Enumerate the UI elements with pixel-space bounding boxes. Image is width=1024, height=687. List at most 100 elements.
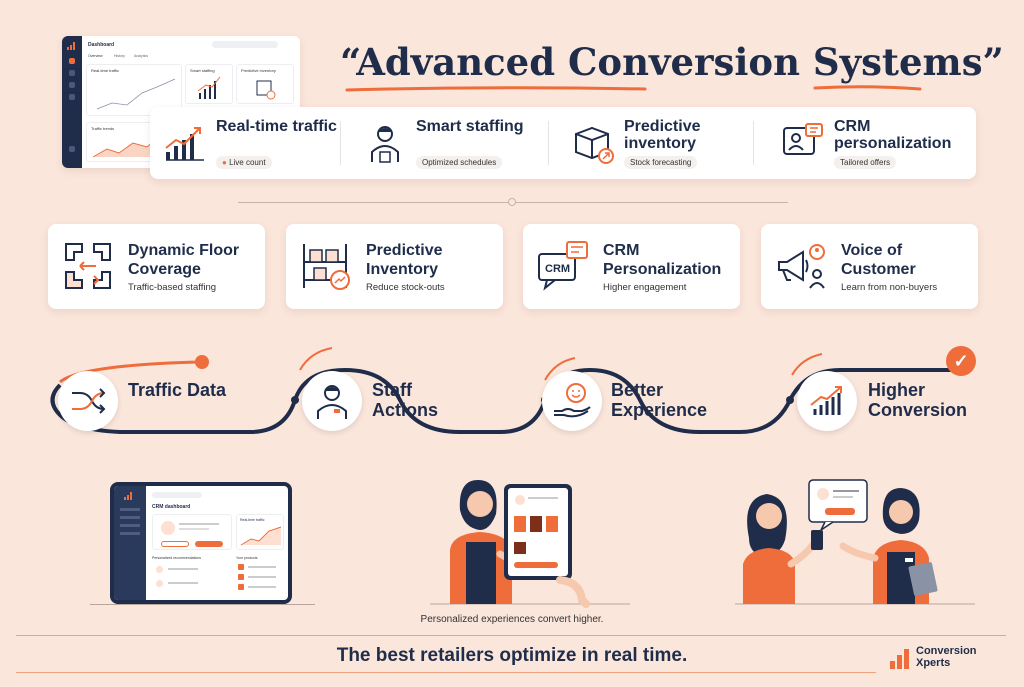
card-title: Predictive Inventory: [366, 242, 443, 278]
brand-logo-icon: [67, 42, 77, 50]
flow-step-higher-conversion: [797, 371, 857, 431]
card-subtitle: Higher engagement: [603, 282, 687, 293]
page-title: “Advanced Conversion Systems”: [340, 40, 1004, 84]
tablet-sidebar: [114, 486, 146, 600]
flow-label: Staff Actions: [372, 380, 439, 420]
tablet-device: CRM dashboard Real-time traffic Personal…: [110, 482, 292, 604]
flow-step-better-experience: [542, 371, 602, 431]
dashboard-search: [212, 41, 278, 48]
ground-line: [90, 604, 315, 605]
sidebar-dot: [69, 94, 75, 100]
feature-realtime-traffic: Real-time traffic ● Live count: [150, 107, 350, 179]
svg-text:CRM: CRM: [545, 263, 570, 275]
customer-staff-illustration: [735, 479, 975, 605]
feature-pill: Tailored offers: [834, 156, 897, 169]
staffing-panel: Smart staffing: [185, 64, 233, 104]
brand-mark: Conversion Xperts: [890, 645, 1010, 675]
section-title: Your products: [236, 556, 258, 560]
feature-pill: Optimized schedules: [416, 156, 503, 169]
card-subtitle: Reduce stock-outs: [366, 282, 445, 293]
tablet-traffic-panel: Real-time traffic: [236, 514, 284, 550]
crm-chat-icon: CRM: [538, 241, 588, 291]
shuffle-icon: [72, 388, 106, 414]
floor-arrows-icon: [65, 243, 111, 289]
flow-label: Traffic Data: [128, 380, 227, 400]
panel-title: Real-time traffic: [240, 518, 265, 522]
check-badge-icon: ✓: [946, 346, 976, 376]
brand-name-line1: Conversion: [916, 645, 977, 657]
title-underline-icon: [345, 85, 922, 92]
avatar: [161, 521, 175, 535]
shelf-icon: [303, 244, 350, 290]
card-crm-personalization: CRM CRM Personalization Higher engagemen…: [523, 224, 740, 309]
trend-area-icon: [92, 134, 162, 158]
divider: [340, 121, 341, 165]
sidebar-dot: [69, 146, 75, 152]
panel-title: Real-time traffic: [91, 68, 119, 73]
card-subtitle: Learn from non-buyers: [841, 282, 938, 293]
divider: [548, 121, 549, 165]
feature-bar: Real-time traffic ● Live count Smart sta…: [150, 107, 976, 179]
box-arrow-icon: [575, 126, 614, 164]
brand-bars-icon: [890, 649, 912, 669]
profile-card: [152, 514, 232, 550]
staff-person-icon: [371, 126, 399, 163]
card-title: Voice of Customer: [841, 242, 916, 278]
tablet-screen: CRM dashboard Real-time traffic Personal…: [114, 486, 288, 600]
feature-crm-personalization: CRM personalization Tailored offers: [768, 107, 976, 179]
trend-line-icon: [240, 526, 282, 546]
feature-smart-staffing: Smart staffing Optimized schedules: [350, 107, 550, 179]
panel-title: Predictive inventory: [241, 68, 276, 73]
mini-bar-icon: [197, 76, 221, 99]
sidebar-dot: [69, 70, 75, 76]
feature-title: CRM personalization: [834, 118, 952, 152]
staff-tablet-illustration: [430, 480, 630, 608]
megaphone-icon: [778, 244, 825, 289]
illustration-caption: Personalized experiences convert higher.: [420, 614, 604, 625]
card-subtitle: Traffic-based staffing: [128, 282, 217, 293]
dashboard-title: Dashboard: [88, 42, 115, 48]
feature-title: Smart staffing: [416, 118, 524, 135]
bar-growth-icon: [165, 127, 204, 161]
flow-label: Better Experience: [611, 380, 708, 420]
panel-title: Traffic trends: [91, 126, 115, 131]
footer-tagline: The best retailers optimize in real time…: [336, 645, 688, 666]
tablet-title: CRM dashboard: [152, 504, 191, 510]
flow-label: Higher Conversion: [868, 380, 968, 420]
feature-title: Predictive inventory: [624, 118, 701, 152]
sidebar-dot: [69, 82, 75, 88]
feature-title: Real-time traffic: [216, 118, 337, 135]
footer-rule: [16, 672, 876, 673]
card-voice-of-customer: Voice of Customer Learn from non-buyers: [761, 224, 978, 309]
dashboard-preview: Dashboard Overview History Analytics Rea…: [62, 36, 300, 168]
mini-box-icon: [256, 80, 276, 100]
footer-rule: [16, 635, 1006, 636]
tablet-button: [161, 541, 189, 547]
tablet-button: [195, 541, 223, 547]
panel-title: Smart staffing: [190, 68, 215, 73]
tablet-search: [152, 492, 202, 498]
traffic-line-icon: [96, 78, 176, 110]
card-predictive-inventory: Predictive Inventory Reduce stock-outs: [286, 224, 503, 309]
crm-profile-icon: [783, 123, 823, 155]
flow-step-traffic-data: [58, 371, 118, 431]
inventory-panel: Predictive inventory: [236, 64, 294, 104]
divider: [753, 121, 754, 165]
sidebar-dot: [69, 58, 75, 64]
live-count-badge: ● Live count: [216, 156, 272, 169]
card-title: Dynamic Floor Coverage: [128, 242, 240, 278]
dashboard-tab: Overview: [88, 54, 103, 58]
section-title: Personalized recommendations: [152, 556, 202, 560]
card-dynamic-floor-coverage: Dynamic Floor Coverage Traffic-based sta…: [48, 224, 265, 309]
dashboard-tab: Analytics: [134, 54, 149, 58]
feature-predictive-inventory: Predictive inventory Stock forecasting: [558, 107, 758, 179]
brand-name-line2: Xperts: [916, 657, 951, 669]
brand-logo-icon: [124, 492, 134, 500]
growth-chart-icon: [810, 386, 842, 415]
card-title: CRM Personalization: [603, 242, 722, 278]
dashboard-tab: History: [114, 54, 125, 58]
flow-step-staff-actions: [302, 371, 362, 431]
divider-dot: [508, 198, 516, 206]
staff-icon: [317, 385, 347, 419]
dashboard-sidebar: [62, 36, 82, 168]
